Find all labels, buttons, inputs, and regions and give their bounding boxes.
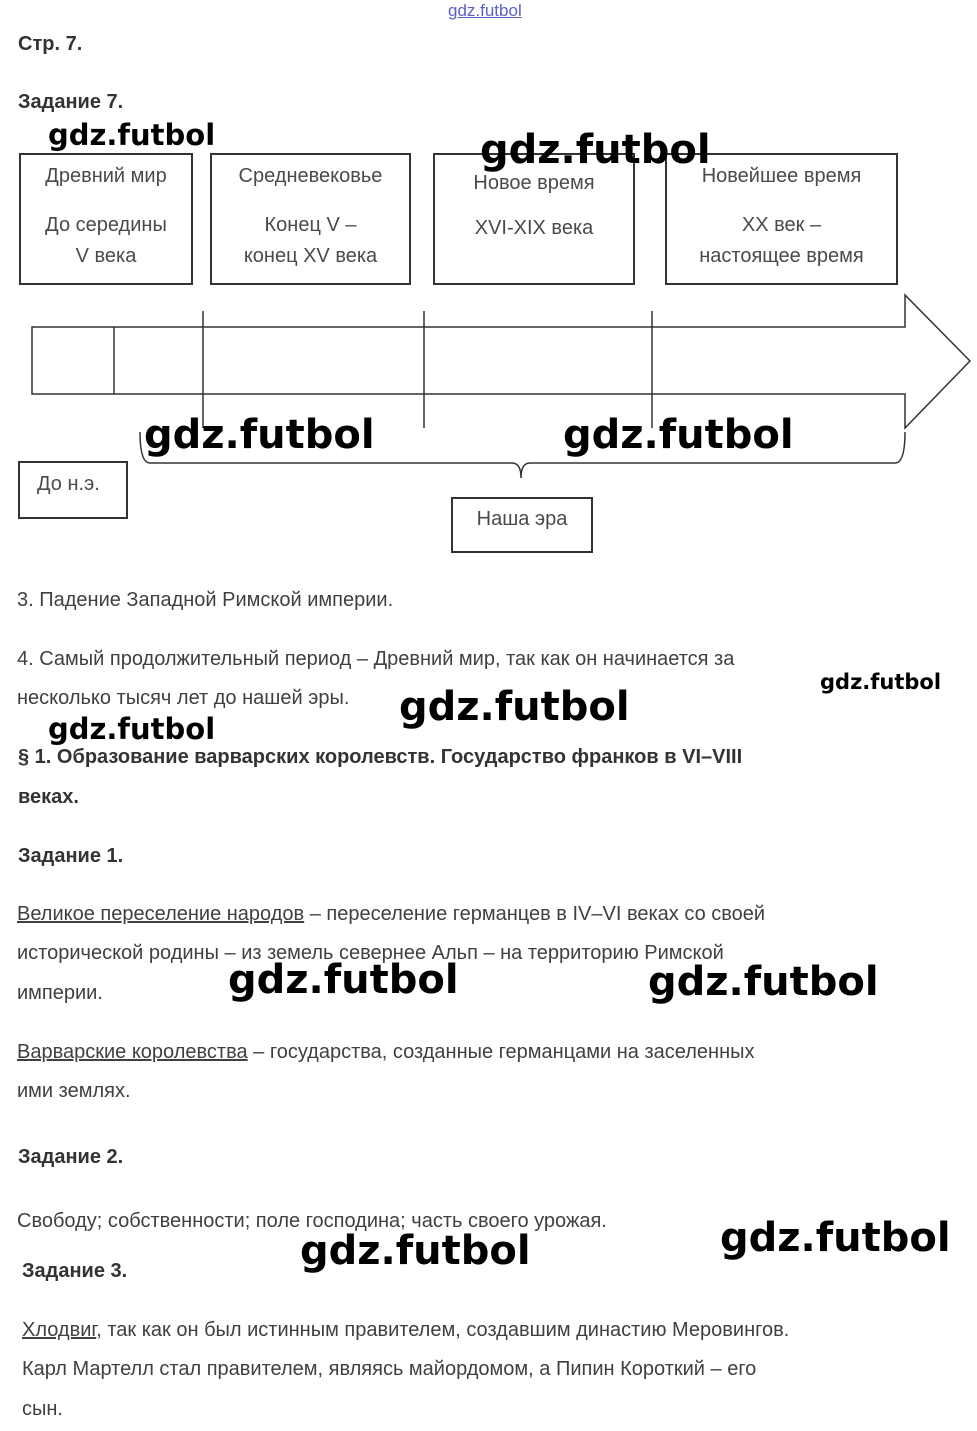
task1-def1-line3: империи. <box>17 982 103 1004</box>
term-great-migration: Великое переселение народов <box>17 903 305 925</box>
task1-def1-line1: Великое переселение народов – переселени… <box>17 895 765 934</box>
bc-label: До н.э. <box>37 473 100 495</box>
watermark: gdz.futbol <box>300 1228 531 1274</box>
task1-def1-line2: исторической родины – из земель севернее… <box>17 942 724 964</box>
answer-text: , так как он был истинным правителем, со… <box>96 1319 790 1341</box>
ad-box: Наша эра <box>451 497 593 553</box>
period-name: Средневековье <box>238 165 383 187</box>
period-name: Новое время <box>473 172 595 194</box>
task3-line1: Хлодвиг, так как он был истинным правите… <box>22 1311 789 1350</box>
task1-def2-line1: Варварские королевства – государства, со… <box>17 1033 755 1072</box>
task3-line2: Карл Мартелл стал правителем, являясь ма… <box>22 1358 757 1380</box>
period-box-contemporary: Новейшее время XX век –настоящее время <box>665 153 898 285</box>
watermark: gdz.futbol <box>228 957 459 1003</box>
task1-def2-line2: ими землях. <box>17 1080 131 1102</box>
task7-title: Задание 7. <box>18 91 124 113</box>
watermark: gdz.futbol <box>720 1215 951 1261</box>
term-barbarian-kingdoms: Варварские королевства <box>17 1041 248 1063</box>
task2-answer: Свободу; собственности; поле господина; … <box>17 1210 607 1232</box>
page-label: Стр. 7. <box>18 33 83 55</box>
period-range: XX век –настоящее время <box>699 214 864 267</box>
answer-4-line1: 4. Самый продолжительный период – Древни… <box>17 648 735 670</box>
period-range: XVI-XIX века <box>474 217 594 239</box>
timeline-diagram <box>31 293 972 479</box>
task2-title: Задание 2. <box>18 1146 124 1168</box>
bc-box: До н.э. <box>18 461 128 519</box>
watermark: gdz.futbol <box>563 412 794 458</box>
watermark: gdz.futbol <box>144 412 375 458</box>
term-clovis: Хлодвиг <box>22 1319 97 1341</box>
task1-title: Задание 1. <box>18 845 124 867</box>
period-box-modern: Новое время XVI-XIX века <box>433 153 635 285</box>
task3-title: Задание 3. <box>22 1260 128 1282</box>
era-brace <box>139 431 906 479</box>
watermark: gdz.futbol <box>48 712 216 746</box>
site-link[interactable]: gdz.futbol <box>448 1 522 20</box>
period-name: Древний мир <box>45 165 167 187</box>
watermark: gdz.futbol <box>648 959 879 1005</box>
period-range: Конец V –конец XV века <box>243 214 378 267</box>
definition-text: – государства, созданные германцами на з… <box>247 1041 755 1063</box>
answer-3: 3. Падение Западной Римской империи. <box>17 589 394 611</box>
watermark: gdz.futbol <box>399 684 630 730</box>
ad-label: Наша эра <box>476 508 568 530</box>
period-name: Новейшее время <box>701 165 862 187</box>
watermark: gdz.futbol <box>480 127 711 173</box>
period-box-medieval: Средневековье Конец V –конец XV века <box>210 153 411 285</box>
definition-text: – переселение германцев в IV–VI веках со… <box>304 903 766 925</box>
task3-line3: сын. <box>22 1398 63 1420</box>
section-title-line1: § 1. Образование варварских королевств. … <box>18 746 743 768</box>
timeline-arrow <box>31 293 972 430</box>
watermark: gdz.futbol <box>820 670 942 694</box>
watermark: gdz.futbol <box>48 118 216 152</box>
answer-4-line2: несколько тысяч лет до нашей эры. <box>17 687 350 709</box>
section-title-line2: веках. <box>18 786 79 808</box>
